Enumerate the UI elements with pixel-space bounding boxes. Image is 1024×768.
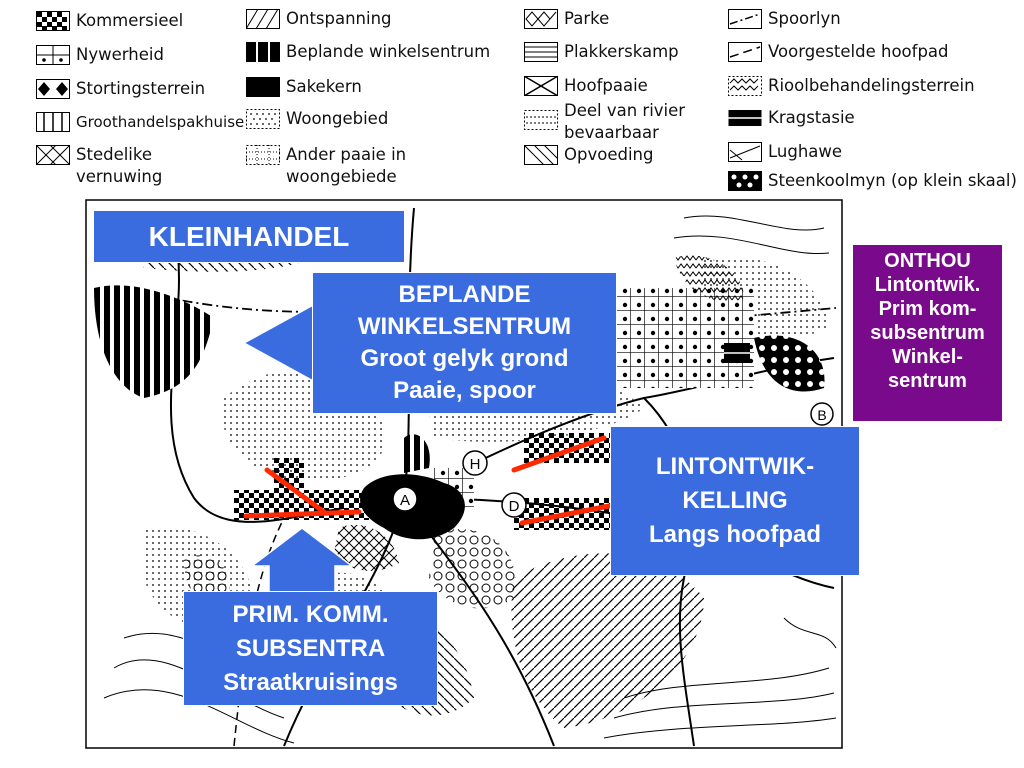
legend-label: Rioolbehandelingsterrein xyxy=(768,76,975,95)
map-marker-a: A xyxy=(392,486,418,512)
horizontal-lines-icon xyxy=(524,42,558,62)
note-line: Lintontwik. xyxy=(874,274,981,296)
svg-text:B: B xyxy=(817,407,826,423)
legend-nywerheid: Nywerheid xyxy=(36,44,164,66)
legend-plakkerskamp: Plakkerskamp xyxy=(524,41,679,63)
coal-mine-icon xyxy=(728,171,762,191)
svg-text:D: D xyxy=(509,498,520,515)
legend-sakekern: Sakekern xyxy=(246,76,362,98)
dotted-pattern-icon xyxy=(246,109,280,129)
cross-hatch-icon xyxy=(36,145,70,165)
legend-lughawe: Lughawe xyxy=(728,141,842,163)
box-line: WINKELSENTRUM xyxy=(357,313,572,340)
grid-dot-icon xyxy=(36,45,70,65)
zigzag-pattern-icon xyxy=(728,76,762,96)
legend-kommersieel: Kommersieel xyxy=(36,10,183,32)
dotted-grid-icon xyxy=(246,145,280,165)
legend-label: Kommersieel xyxy=(76,11,184,30)
legend-label: Groothandelspakhuise xyxy=(76,113,245,131)
legend-woongebied: Woongebied xyxy=(246,108,388,130)
kleinhandel-title: KLEINHANDEL xyxy=(93,210,405,263)
legend-stortingsterrein: Stortingsterrein xyxy=(36,78,205,100)
note-line: Prim kom- xyxy=(878,298,977,320)
note-line: ONTHOU xyxy=(884,250,971,272)
legend-label: Ontspanning xyxy=(286,9,392,28)
svg-text:H: H xyxy=(470,456,481,473)
note-line: subsentrum xyxy=(870,322,985,344)
map-legend: Kommersieel Nywerheid Stortingsterrein G… xyxy=(0,0,1024,200)
legend-label: vernuwing xyxy=(76,167,163,186)
legend-voorgestelde-hoofpad: Voorgestelde hoofpad xyxy=(728,41,949,63)
legend-label: Plakkerskamp xyxy=(564,42,679,61)
legend-label: woongebiede xyxy=(286,167,397,186)
vertical-lines-icon xyxy=(36,112,70,132)
box-line: SUBSENTRA xyxy=(235,634,386,662)
note-line: sentrum xyxy=(888,370,967,392)
box-line: Groot gelyk grond xyxy=(360,345,569,372)
legend-ontspanning: Ontspanning xyxy=(246,8,392,30)
legend-label: Hoofpaaie xyxy=(564,76,648,95)
map-marker-b: B xyxy=(810,402,834,426)
legend-beplande-winkelsentrum: Beplande winkelsentrum xyxy=(246,41,490,63)
legend-label: Spoorlyn xyxy=(768,9,841,28)
legend-label: Sakekern xyxy=(286,77,362,96)
legend-label: Woongebied xyxy=(286,109,389,128)
box-line: Paaie, spoor xyxy=(393,377,536,404)
onthou-note: ONTHOU Lintontwik. Prim kom- subsentrum … xyxy=(853,245,1002,421)
legend-ander-paaie: Ander paaie in woongebiede xyxy=(246,144,406,188)
diagonal-lines-icon xyxy=(246,9,280,29)
lintontwikkeling-box: LINTONTWIK- KELLING Langs hoofpad xyxy=(610,426,860,576)
box-line: BEPLANDE xyxy=(398,281,531,308)
legend-label: Kragstasie xyxy=(768,108,855,127)
legend-label: Beplande winkelsentrum xyxy=(286,42,491,61)
beplande-winkelsentrum-box: BEPLANDE WINKELSENTRUM Groot gelyk grond… xyxy=(312,272,617,414)
legend-opvoeding: Opvoeding xyxy=(524,144,653,166)
legend-spoorlyn: Spoorlyn xyxy=(728,8,841,30)
legend-kragstasie: Kragstasie xyxy=(728,107,855,129)
legend-deel-van-rivier: Deel van rivier bevaarbaar xyxy=(524,100,685,144)
legend-label: Opvoeding xyxy=(564,145,654,164)
legend-label: Lughawe xyxy=(768,142,843,161)
legend-label: Deel van rivier xyxy=(564,101,686,120)
solid-black-icon xyxy=(246,77,280,97)
legend-groothandelspakhuise: Groothandelspakhuise xyxy=(36,111,244,133)
heavy-vertical-icon xyxy=(246,42,280,62)
box-line: Straatkruisings xyxy=(223,668,398,696)
proposed-road-icon xyxy=(728,42,762,62)
box-line: LINTONTWIK- xyxy=(655,453,815,480)
legend-stedelike-vernuwing: Stedelike vernuwing xyxy=(36,144,162,188)
back-diagonal-icon xyxy=(524,145,558,165)
legend-hoofpaaie: Hoofpaaie xyxy=(524,75,648,97)
legend-label: Steenkoolmyn (op klein skaal) xyxy=(768,171,1017,190)
park-pattern-icon xyxy=(524,9,558,29)
kleinhandel-label: KLEINHANDEL xyxy=(148,220,350,252)
checker-pattern-icon xyxy=(36,11,70,31)
prim-komm-subsentra-box: PRIM. KOMM. SUBSENTRA Straatkruisings xyxy=(183,591,438,706)
river-icon xyxy=(524,110,558,130)
legend-label: Stortingsterrein xyxy=(76,79,206,98)
map-marker-d: D xyxy=(501,492,527,518)
note-line: Winkel- xyxy=(892,346,963,368)
legend-steenkoolmyn: Steenkoolmyn (op klein skaal) xyxy=(728,170,1017,192)
power-station-icon xyxy=(728,108,762,128)
box-line: Langs hoofpad xyxy=(649,521,821,548)
legend-label: Nywerheid xyxy=(76,45,164,64)
box-line: KELLING xyxy=(682,487,788,514)
svg-text:A: A xyxy=(400,492,410,509)
legend-label: Voorgestelde hoofpad xyxy=(768,42,949,61)
box-line: PRIM. KOMM. xyxy=(232,600,389,628)
legend-parke: Parke xyxy=(524,8,609,30)
legend-label: Ander paaie in xyxy=(286,145,407,164)
legend-label: Parke xyxy=(564,9,610,28)
airport-icon xyxy=(728,142,762,162)
legend-rioolbehandelingsterrein: Rioolbehandelingsterrein xyxy=(728,75,975,97)
railway-icon xyxy=(728,9,762,29)
diamond-pattern-icon xyxy=(36,79,70,99)
legend-label: bevaarbaar xyxy=(564,123,659,142)
crossed-box-icon xyxy=(524,76,558,96)
legend-label: Stedelike xyxy=(76,145,153,164)
map-marker-h: H xyxy=(462,450,488,476)
